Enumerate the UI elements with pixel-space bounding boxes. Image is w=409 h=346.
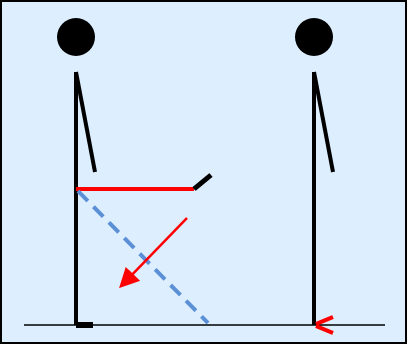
right-figure-head (295, 18, 333, 56)
diagram-background (1, 1, 406, 343)
left-figure-foot (76, 322, 93, 328)
left-figure-head (57, 18, 95, 56)
